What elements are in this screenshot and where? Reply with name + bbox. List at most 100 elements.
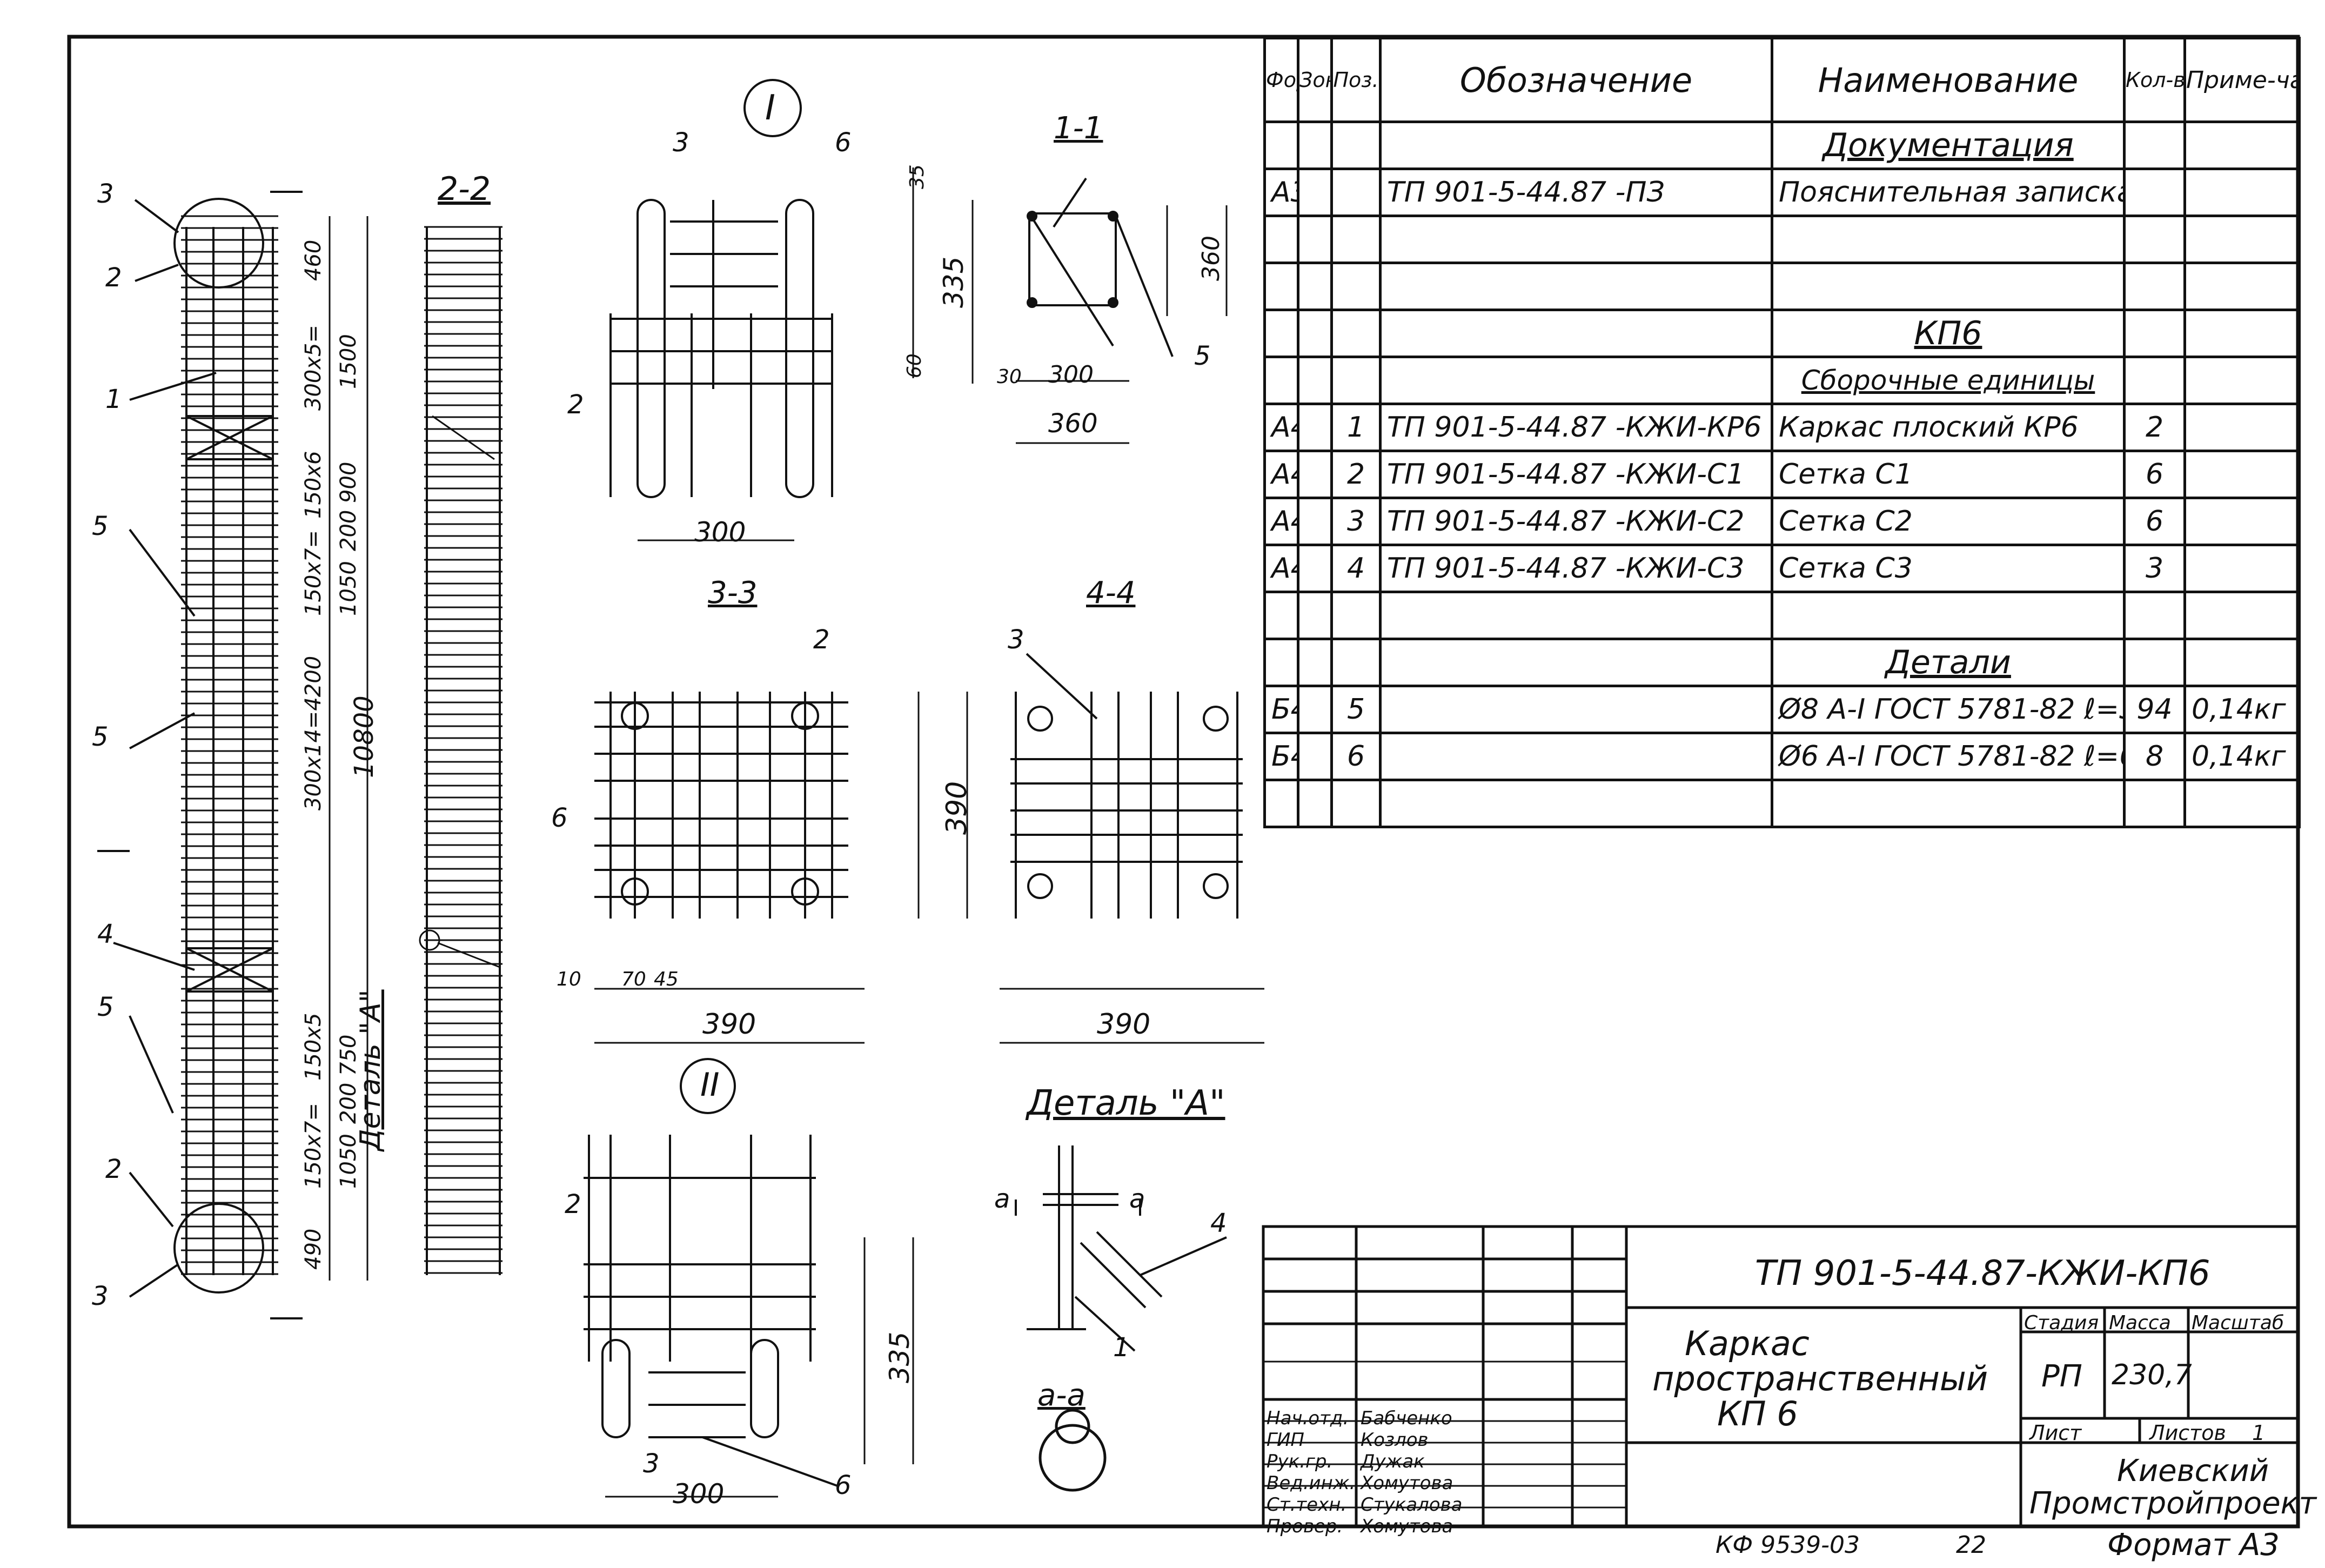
cell-name: Сетка С1 [1771,450,2126,499]
mass-value: 230,7 [2112,1359,2192,1391]
pos-6-node-II: 6 [835,1470,852,1500]
col-qty: Кол-во [2123,37,2186,123]
cell-designation: ТП 901-5-44.87 -КЖИ-С1 [1379,450,1773,499]
detail-A [1015,1145,1227,1492]
cell-note: 0,14кг [2183,732,2301,781]
cell-designation [1379,262,1773,311]
spec-row: Сборочные единицы [1263,356,2301,405]
dim-300-node-II: 300 [673,1478,725,1510]
cell-designation [1379,309,1773,358]
pos-4-detail: 4 [1210,1208,1227,1238]
section-title: Документация [1771,120,2126,170]
pos-4: 4 [97,919,114,949]
col-format: Формат [1263,37,1299,123]
cell-designation [1379,591,1773,640]
pos-5-sec-1-1: 5 [1194,341,1211,371]
title-block-lines [1262,1225,2300,1528]
dim-490: 490 [301,1228,326,1270]
cell-pos: 6 [1330,732,1382,781]
title-line-3: КП 6 [1717,1394,1798,1433]
node-II [584,1058,914,1498]
cell-zone [1297,638,1333,687]
signature-name: Хомутова [1361,1516,1453,1537]
label-node-II: II [700,1066,720,1104]
section-title: Сборочные единицы [1771,356,2126,405]
cell-format: А4 [1263,497,1299,546]
cell-name [1771,591,2126,640]
cell-name: Пояснительная записка [1771,167,2126,217]
dim-390-vert: 390 [941,781,973,835]
cell-zone [1297,403,1333,452]
section-2-2 [419,226,502,1275]
dim-1050: 1050 [336,561,361,616]
spec-row [1263,262,2301,311]
cell-zone [1297,732,1333,781]
mark-a-right: а [1129,1184,1145,1214]
pos-3-bottom: 3 [92,1281,109,1311]
cell-designation [1379,732,1773,781]
cell-qty: 94 [2123,685,2186,734]
cell-qty [2123,591,2186,640]
cell-pos: 3 [1330,497,1382,546]
dim-300-sec-1-1: 300 [1048,361,1094,388]
section-1-1 [1016,177,1228,444]
dim-70: 70 [621,968,646,990]
spec-row [1263,779,2301,828]
cell-zone [1297,167,1333,217]
dim-360b: 360 [1197,236,1225,281]
title-block: ТП 901-5-44.87-КЖИ-КП6 Каркас пространст… [1263,1227,2316,1537]
cell-format [1263,591,1299,640]
cell-name: Каркас плоский КР6 [1771,403,2126,452]
cell-note [2183,403,2301,452]
pos-5-c: 5 [97,992,114,1022]
cell-zone [1297,497,1333,546]
pos-3-node-I: 3 [673,128,689,158]
cell-pos [1330,167,1382,217]
col-name: Наименование [1771,37,2126,123]
stage-value: РП [2041,1359,2082,1394]
cell-pos: 2 [1330,450,1382,499]
spec-row [1263,591,2301,640]
cell-note [2183,167,2301,217]
signature-role: Провер. [1267,1516,1343,1537]
spec-row: Документация [1263,120,2301,170]
title-line-2: пространственный [1652,1359,1988,1398]
spec-row: КП6 [1263,309,2301,358]
pos-2-node-I: 2 [567,390,584,420]
cell-note [2183,450,2301,499]
cell-pos [1330,638,1382,687]
cell-name: Сетка С2 [1771,497,2126,546]
cell-designation [1379,779,1773,828]
signature-role: Ст.техн. [1267,1494,1347,1516]
dim-390-sec-3-3: 390 [702,1008,756,1041]
dim-150x5: 150x5 [301,1013,326,1081]
dim-10: 10 [557,968,581,990]
cell-pos [1330,779,1382,828]
dim-300x5: 300x5= [301,325,326,411]
signature-role: Рук.гр. [1267,1451,1333,1472]
spec-row: Детали [1263,638,2301,687]
spec-header-row: Формат Зона Поз. Обозначение Наименовани… [1263,37,2301,123]
label-sec-a-a: а-а [1037,1378,1086,1413]
cell-format: А4 [1263,544,1299,593]
title-line-1: Каркас [1685,1324,1810,1363]
section-3-3 [594,692,968,1044]
cell-zone [1297,262,1333,311]
signature-role: Нач.отд. [1267,1408,1349,1429]
cell-designation: ТП 901-5-44.87 -ПЗ [1379,167,1773,217]
cell-name [1771,215,2126,264]
cell-name [1771,779,2126,828]
cell-format: А4 [1263,450,1299,499]
cell-name: Сетка С3 [1771,544,2126,593]
cell-format [1263,262,1299,311]
cell-qty: 8 [2123,732,2186,781]
pos-1: 1 [105,384,122,414]
sheets-value: 1 [2252,1421,2266,1445]
signature-name: Хомутова [1361,1472,1453,1494]
pos-3-sec-4-4: 3 [1008,625,1024,655]
cell-qty [2123,309,2186,358]
spec-row [1263,215,2301,264]
cell-zone [1297,215,1333,264]
